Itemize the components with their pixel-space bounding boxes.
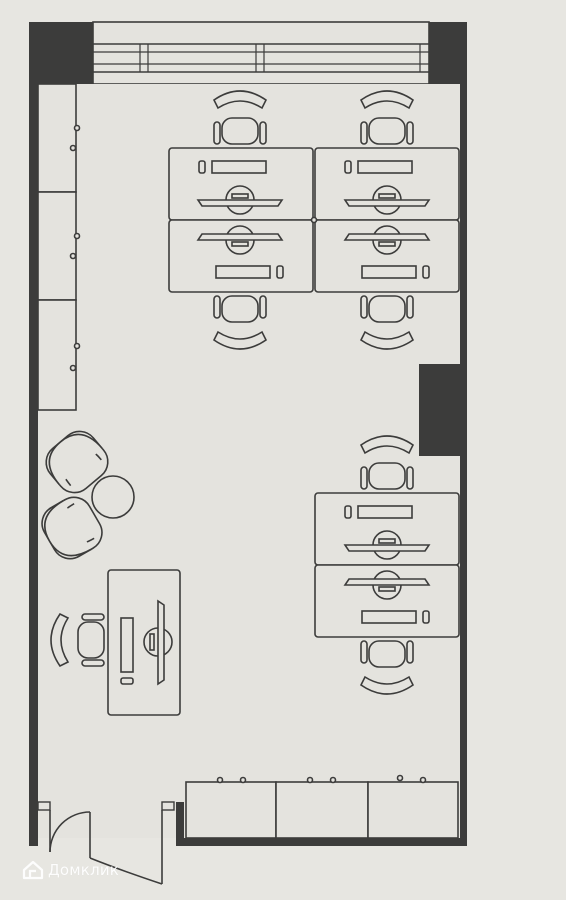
walls — [29, 21, 467, 846]
desk-cluster-top — [168, 90, 460, 350]
lounge-area — [41, 430, 135, 560]
house-logo-icon — [22, 860, 44, 880]
bottom-cabinets — [185, 774, 459, 839]
brand-watermark: Домклик — [22, 860, 119, 880]
brand-text: Домклик — [48, 861, 120, 879]
wall-cabinets — [37, 83, 81, 411]
desk-cluster-right — [314, 435, 460, 695]
single-desk — [50, 569, 181, 716]
entrance-door — [49, 810, 163, 885]
